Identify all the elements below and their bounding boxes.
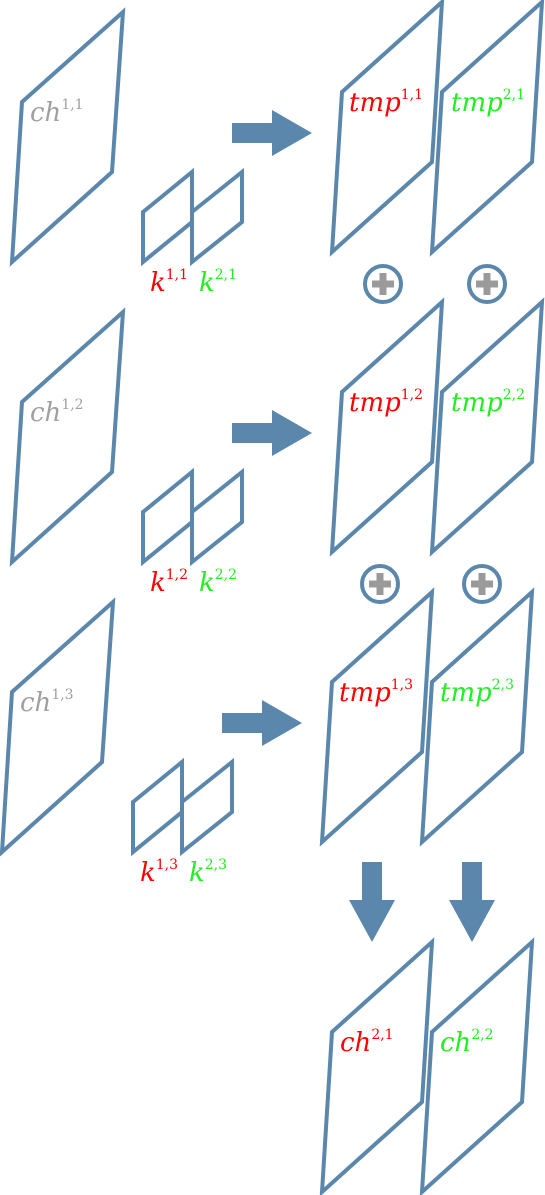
tmp-label-1-2: tmp1,2 — [349, 387, 423, 418]
kernel-2-3 — [180, 757, 234, 857]
arrow-right-row-3 — [222, 700, 302, 746]
input-channel-1-1 — [9, 7, 126, 267]
tmp-2-3-sheet — [419, 587, 535, 847]
kernel-1-1 — [141, 167, 194, 267]
kernel-label-1-3: k1,3 — [140, 857, 178, 888]
kernel-label-2-2: k2,2 — [199, 567, 237, 598]
input-label-1-2: ch1,2 — [30, 397, 84, 428]
tmp-label-1-1: tmp1,1 — [349, 87, 423, 118]
output-channel-2-2-sheet — [419, 937, 535, 1195]
input-channel-1-3 — [0, 597, 116, 857]
kernel-2-1 — [190, 167, 244, 267]
arrow-down-right — [449, 862, 495, 942]
tmp-label-2-1: tmp2,1 — [451, 87, 525, 118]
plus-circle-icon — [467, 264, 507, 304]
tmp-1-1-sheet — [329, 0, 445, 257]
kernel-label-2-1: k2,1 — [199, 267, 237, 298]
plus-circle-icon — [462, 564, 502, 604]
output-label-2-1: ch2,1 — [340, 1027, 394, 1058]
tmp-label-1-3: tmp1,3 — [339, 677, 413, 708]
input-label-1-3: ch1,3 — [20, 687, 74, 718]
tmp-2-2-sheet — [429, 297, 545, 557]
kernel-2-2 — [190, 467, 244, 567]
tmp-label-2-2: tmp2,2 — [451, 387, 525, 418]
kernel-1-2 — [141, 467, 194, 567]
arrow-right-row-2 — [232, 410, 312, 456]
tmp-2-1-sheet — [429, 0, 545, 257]
arrow-down-left — [349, 862, 395, 942]
plus-circle-icon — [360, 564, 400, 604]
tmp-1-3-sheet — [319, 587, 435, 847]
kernel-label-2-3: k2,3 — [189, 857, 227, 888]
output-channel-2-1-sheet — [319, 937, 435, 1195]
kernel-1-3 — [131, 757, 184, 857]
kernel-label-1-1: k1,1 — [150, 267, 188, 298]
kernel-label-1-2: k1,2 — [150, 567, 188, 598]
output-label-2-2: ch2,2 — [440, 1027, 494, 1058]
tmp-label-2-3: tmp2,3 — [440, 677, 514, 708]
input-channel-1-2 — [9, 307, 126, 567]
input-label-1-1: ch1,1 — [30, 97, 84, 128]
plus-circle-icon — [363, 264, 403, 304]
plus-symbols — [360, 264, 507, 604]
tmp-1-2-sheet — [329, 297, 445, 557]
arrow-right-row-1 — [232, 110, 312, 156]
